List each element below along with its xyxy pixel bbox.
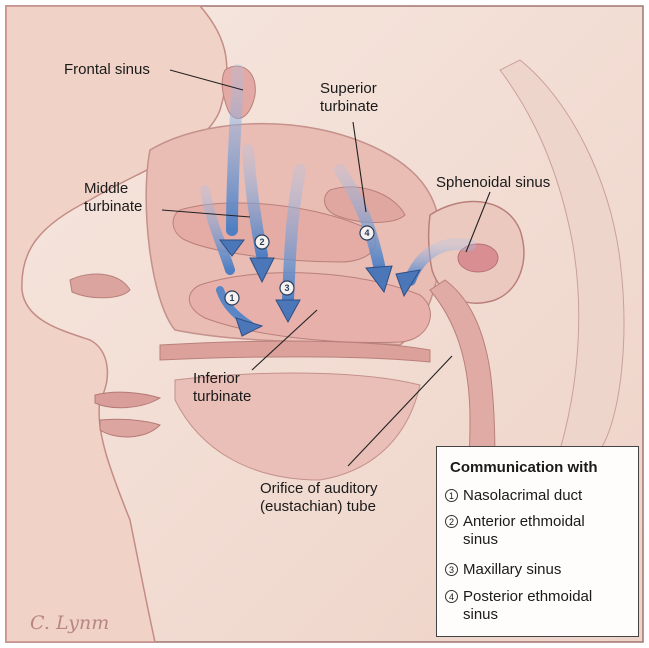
label-middle-turbinate-line1: Middle [84, 180, 142, 198]
frontal-drainage-arrow [232, 70, 238, 230]
legend-text-4: Posterior ethmoidal sinus [463, 588, 592, 624]
marker-2-number: 2 [259, 237, 264, 247]
label-sphenoidal-sinus: Sphenoidal sinus [436, 174, 550, 192]
legend-number-1: 1 [445, 489, 458, 502]
label-orifice-line1: Orifice of auditory [260, 480, 378, 498]
legend-text-4-line2: sinus [463, 606, 498, 623]
label-inferior-turbinate-line2: turbinate [193, 388, 251, 406]
label-inferior-turbinate-line1: Inferior [193, 370, 251, 388]
label-inferior-turbinate: Inferior turbinate [193, 370, 251, 406]
label-superior-turbinate: Superior turbinate [320, 80, 378, 116]
legend-text-2: Anterior ethmoidal sinus [463, 513, 585, 549]
legend-box: Communication with 1 Nasolacrimal duct 2… [436, 446, 639, 637]
label-middle-turbinate-line2: turbinate [84, 198, 142, 216]
legend-text-2-line1: Anterior ethmoidal [463, 513, 585, 530]
label-middle-turbinate: Middle turbinate [84, 180, 142, 216]
marker-4-number: 4 [364, 228, 369, 238]
legend-number-2: 2 [445, 515, 458, 528]
legend-text-3: Maxillary sinus [463, 561, 561, 579]
label-orifice-line2: (eustachian) tube [260, 498, 378, 516]
legend-text-4-line1: Posterior ethmoidal [463, 588, 592, 605]
legend-text-2-line2: sinus [463, 531, 498, 548]
marker-1-number: 1 [229, 293, 234, 303]
legend-number-3: 3 [445, 563, 458, 576]
legend-number-4: 4 [445, 590, 458, 603]
legend-text-1: Nasolacrimal duct [463, 487, 582, 505]
label-frontal-sinus: Frontal sinus [64, 61, 150, 79]
legend-title: Communication with [450, 459, 598, 476]
label-orifice-auditory-tube: Orifice of auditory (eustachian) tube [260, 480, 378, 516]
artist-signature: C. Lynm [30, 612, 109, 634]
label-superior-turbinate-line1: Superior [320, 80, 378, 98]
marker-3-number: 3 [284, 283, 289, 293]
label-superior-turbinate-line2: turbinate [320, 98, 378, 116]
